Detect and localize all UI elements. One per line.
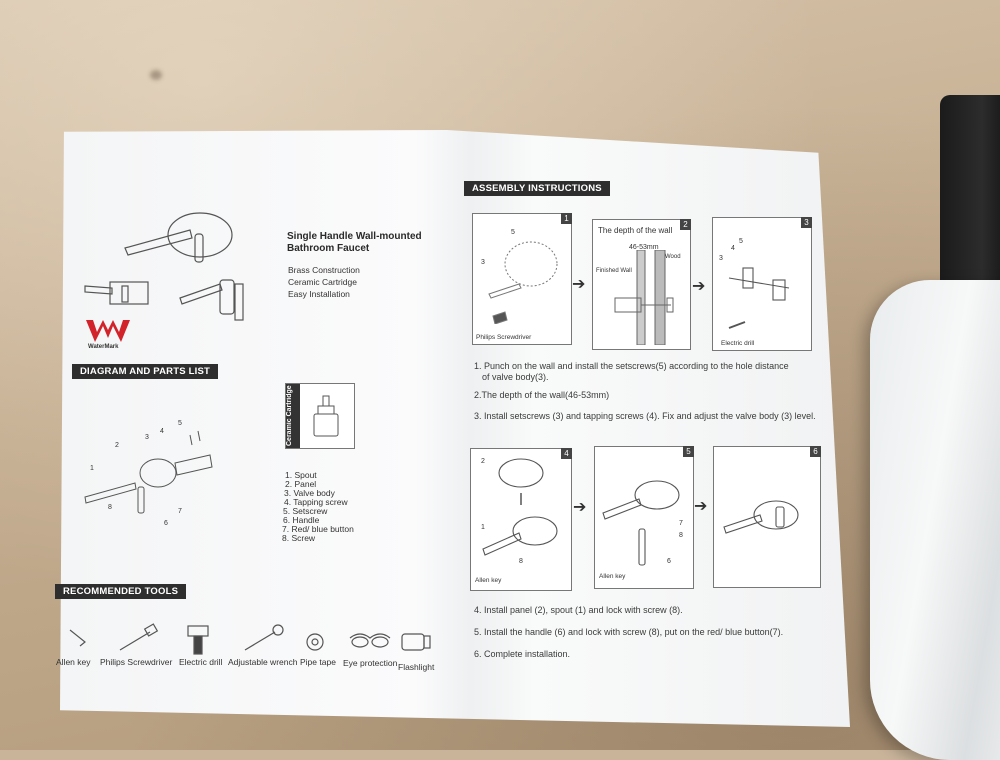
product-title-line-1: Single Handle Wall-mounted: [287, 231, 422, 242]
svg-text:5: 5: [178, 420, 182, 427]
wall-depth-illustration: [614, 250, 674, 345]
part-5: 5. Setscrew: [283, 506, 328, 516]
step-box-6: 6: [713, 446, 821, 588]
step-box-1: 1 3 5 Philips Screwdriver: [472, 213, 572, 345]
faucet-illustration: [84, 212, 244, 321]
logo-text: WaterMark: [88, 344, 119, 350]
ceramic-cartridge-box: Ceramic Cartridge: [285, 383, 355, 449]
box2-measure: 46-53mm: [629, 244, 659, 251]
svg-text:7: 7: [178, 508, 182, 515]
svg-text:3: 3: [719, 255, 723, 262]
step-number-4: 4: [561, 448, 572, 459]
box3-tool-label: Electric drill: [721, 340, 755, 347]
feature-1: Brass Construction: [288, 265, 360, 275]
box2-wood: Wood: [665, 254, 681, 260]
parts-diagram: 1 2 3 4 5 6 7 8: [84, 420, 213, 525]
step-number-3: 3: [801, 217, 812, 228]
step-text-1: 1. Punch on the wall and install the set…: [474, 361, 789, 371]
tools-header: RECOMMENDED TOOLS: [55, 584, 187, 599]
step-5-illustration: 7 8 6: [602, 480, 683, 566]
box4-tool-label: Allen key: [475, 577, 502, 584]
svg-text:1: 1: [90, 465, 94, 472]
arrow-icon: ➔: [692, 278, 706, 295]
step-text-5: 5. Install the handle (6) and lock with …: [474, 627, 784, 637]
arrow-icon: ➔: [572, 276, 586, 293]
tool-allen-key: Allen key: [56, 657, 91, 667]
stain: [150, 70, 162, 80]
svg-text:4: 4: [160, 428, 164, 435]
black-faucet-part: [940, 95, 1000, 295]
white-cloth: [870, 280, 1000, 760]
svg-text:7: 7: [679, 520, 683, 527]
watermark-logo-icon: [86, 320, 130, 342]
svg-text:6: 6: [667, 558, 671, 565]
box2-finished-wall: Finished Wall: [596, 268, 632, 274]
svg-text:2: 2: [115, 442, 119, 449]
part-8: 8. Screw: [282, 533, 316, 543]
tool-flashlight: Flashlight: [398, 662, 435, 672]
part-3: 3. Valve body: [284, 488, 335, 498]
part-6: 6. Handle: [283, 515, 320, 525]
svg-text:3: 3: [145, 434, 149, 441]
product-title-line-2: Bathroom Faucet: [287, 243, 370, 254]
step-number-6: 6: [810, 446, 821, 457]
assembly-header: ASSEMBLY INSTRUCTIONS: [464, 181, 610, 196]
tool-pipe-tape: Pipe tape: [300, 657, 336, 667]
cartridge-icon: [313, 395, 339, 437]
step-number-2: 2: [680, 219, 691, 230]
svg-text:8: 8: [679, 532, 683, 539]
step-box-5: 5 7 8 6 Allen key: [594, 446, 694, 589]
arrow-icon: ➔: [694, 498, 708, 515]
box1-tool-label: Philips Screwdriver: [476, 334, 532, 341]
feature-2: Ceramic Cartridge: [288, 277, 357, 287]
box5-tool-label: Allen key: [599, 573, 626, 580]
step-text-4: 4. Install panel (2), spout (1) and lock…: [474, 605, 683, 615]
step-4-illustration: 2 1 8: [481, 458, 558, 565]
step-text-6: 6. Complete installation.: [474, 649, 571, 659]
cartridge-label: Ceramic Cartridge: [286, 384, 300, 448]
svg-text:6: 6: [164, 520, 168, 525]
step-1-illustration: 3 5: [481, 229, 558, 324]
step-number-1: 1: [561, 213, 572, 224]
svg-text:5: 5: [739, 238, 743, 245]
box2-title: The depth of the wall: [598, 226, 673, 235]
tool-eye-protection: Eye protection: [343, 658, 398, 668]
part-1: 1. Spout: [285, 470, 317, 480]
step-3-illustration: 3 45: [719, 238, 790, 329]
tool-adjustable-wrench: Adjustable wrench: [228, 657, 298, 667]
part-2: 2. Panel: [285, 479, 317, 489]
step-box-4: 4 2 1 8 Allen key: [470, 448, 572, 591]
part-4: 4. Tapping screw: [284, 497, 348, 507]
tool-philips-screwdriver: Philips Screwdriver: [100, 657, 173, 667]
arrow-icon: ➔: [573, 499, 587, 516]
step-text-3: 3. Install setscrews (3) and tapping scr…: [474, 411, 816, 421]
step-box-2: 2 The depth of the wall 46-53mm Finished…: [592, 219, 691, 350]
svg-text:8: 8: [519, 558, 523, 565]
part-7: 7. Red/ blue button: [282, 524, 354, 534]
svg-text:3: 3: [481, 259, 485, 266]
step-number-5: 5: [683, 446, 694, 457]
feature-3: Easy Installation: [288, 289, 350, 299]
svg-text:5: 5: [511, 229, 515, 236]
svg-text:1: 1: [481, 524, 485, 531]
step-text-2: 2.The depth of the wall(46-53mm): [474, 390, 610, 400]
svg-text:4: 4: [731, 245, 735, 252]
tool-electric-drill: Electric drill: [179, 657, 223, 667]
diagram-header: DIAGRAM AND PARTS LIST: [72, 364, 219, 379]
tools-icons: [69, 623, 431, 655]
svg-text:2: 2: [481, 458, 485, 465]
svg-text:8: 8: [108, 504, 112, 511]
step-6-illustration: [723, 500, 799, 534]
step-text-1b: of valve body(3).: [482, 372, 549, 382]
